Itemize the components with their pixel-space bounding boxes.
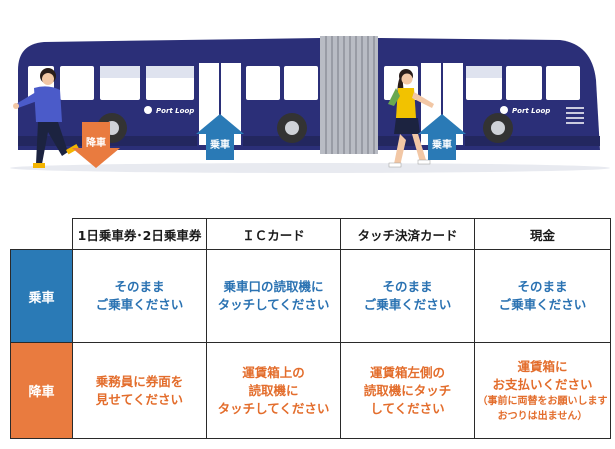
cell-line: ご乗車ください [498,297,587,312]
cash-note-line: おつりは出ません） [497,410,588,422]
row-label-boarding: 乗車 [10,249,73,343]
row-label-alighting: 降車 [10,342,73,439]
board-arrow-label-rear: 乗車 [209,138,230,151]
header-cash: 現金 [474,218,611,250]
boarding-passenger [388,69,434,168]
bus-logo-text: Port Loop [156,107,194,115]
cell-line: ご乗車ください [95,297,184,312]
alight-arrow-label: 降車 [86,136,106,149]
bus-wheels [97,113,513,143]
bus-logo-text: Port Loop [512,107,550,115]
cell-line: そのまま [382,279,433,294]
cell-line: そのまま [114,279,165,294]
cell-line: タッチしてください [217,400,330,416]
cell-line: してください [370,400,445,416]
cell-line: 読取機にタッチ [363,382,452,398]
bus-logo-front: Port Loop [500,106,550,115]
board-arrow-label-front: 乗車 [431,138,452,151]
cell-line: ご乗車ください [363,297,452,312]
table-row-alighting: 降車 乗務員に券面を 見せてください 運賃箱上の 読取機に タッチしてください … [10,342,611,439]
table-header-row: 1日乗車券･2日乗車券 ＩＣカード タッチ決済カード 現金 [10,218,611,250]
table-row-boarding: 乗車 そのまま ご乗車ください 乗車口の読取機に タッチしてください そのまま … [10,249,611,343]
header-touch-payment: タッチ決済カード [340,218,475,250]
cell-line: 読取機に [248,382,299,398]
alight-arrow: 降車 [72,122,120,168]
board-arrow-front: 乗車 [418,114,466,160]
header-ic-card: ＩＣカード [206,218,341,250]
bus-boarding-illustration: Port Loop Port Loop [10,36,610,173]
cell-line: 見せてください [95,391,184,407]
table-corner [10,218,73,250]
cell-alighting-day-pass: 乗務員に券面を 見せてください [72,342,207,439]
cell-alighting-cash: 運賃箱に お支払いください （事前に両替をお願いします おつりは出ません） [474,342,611,439]
cell-alighting-ic-card: 運賃箱上の 読取機に タッチしてください [206,342,341,439]
cell-line: 乗車口の読取機に [223,279,324,294]
cell-boarding-touch-payment: そのまま ご乗車ください [340,249,475,343]
cash-note-line: （事前に両替をお願いします [477,395,608,407]
cell-line: 運賃箱上の [242,364,305,380]
cell-line: そのまま [517,279,568,294]
cell-line: タッチしてください [217,297,330,312]
header-day-pass: 1日乗車券･2日乗車券 [72,218,207,250]
bus-logo-rear: Port Loop [144,106,194,115]
cell-alighting-touch-payment: 運賃箱左側の 読取機にタッチ してください [340,342,475,439]
board-arrow-rear: 乗車 [196,114,244,160]
cell-line: お支払いください [492,376,593,392]
cell-boarding-ic-card: 乗車口の読取機に タッチしてください [206,249,341,343]
cell-boarding-cash: そのまま ご乗車ください [474,249,611,343]
cell-boarding-day-pass: そのまま ご乗車ください [72,249,207,343]
cell-line: 運賃箱に [517,358,568,374]
cell-line: 乗務員に券面を [95,373,184,389]
fare-payment-table: 1日乗車券･2日乗車券 ＩＣカード タッチ決済カード 現金 乗車 そのまま ご乗… [10,218,611,439]
cell-line: 運賃箱左側の [369,364,445,380]
alighting-passenger [13,68,79,168]
bus-articulation [320,36,378,154]
